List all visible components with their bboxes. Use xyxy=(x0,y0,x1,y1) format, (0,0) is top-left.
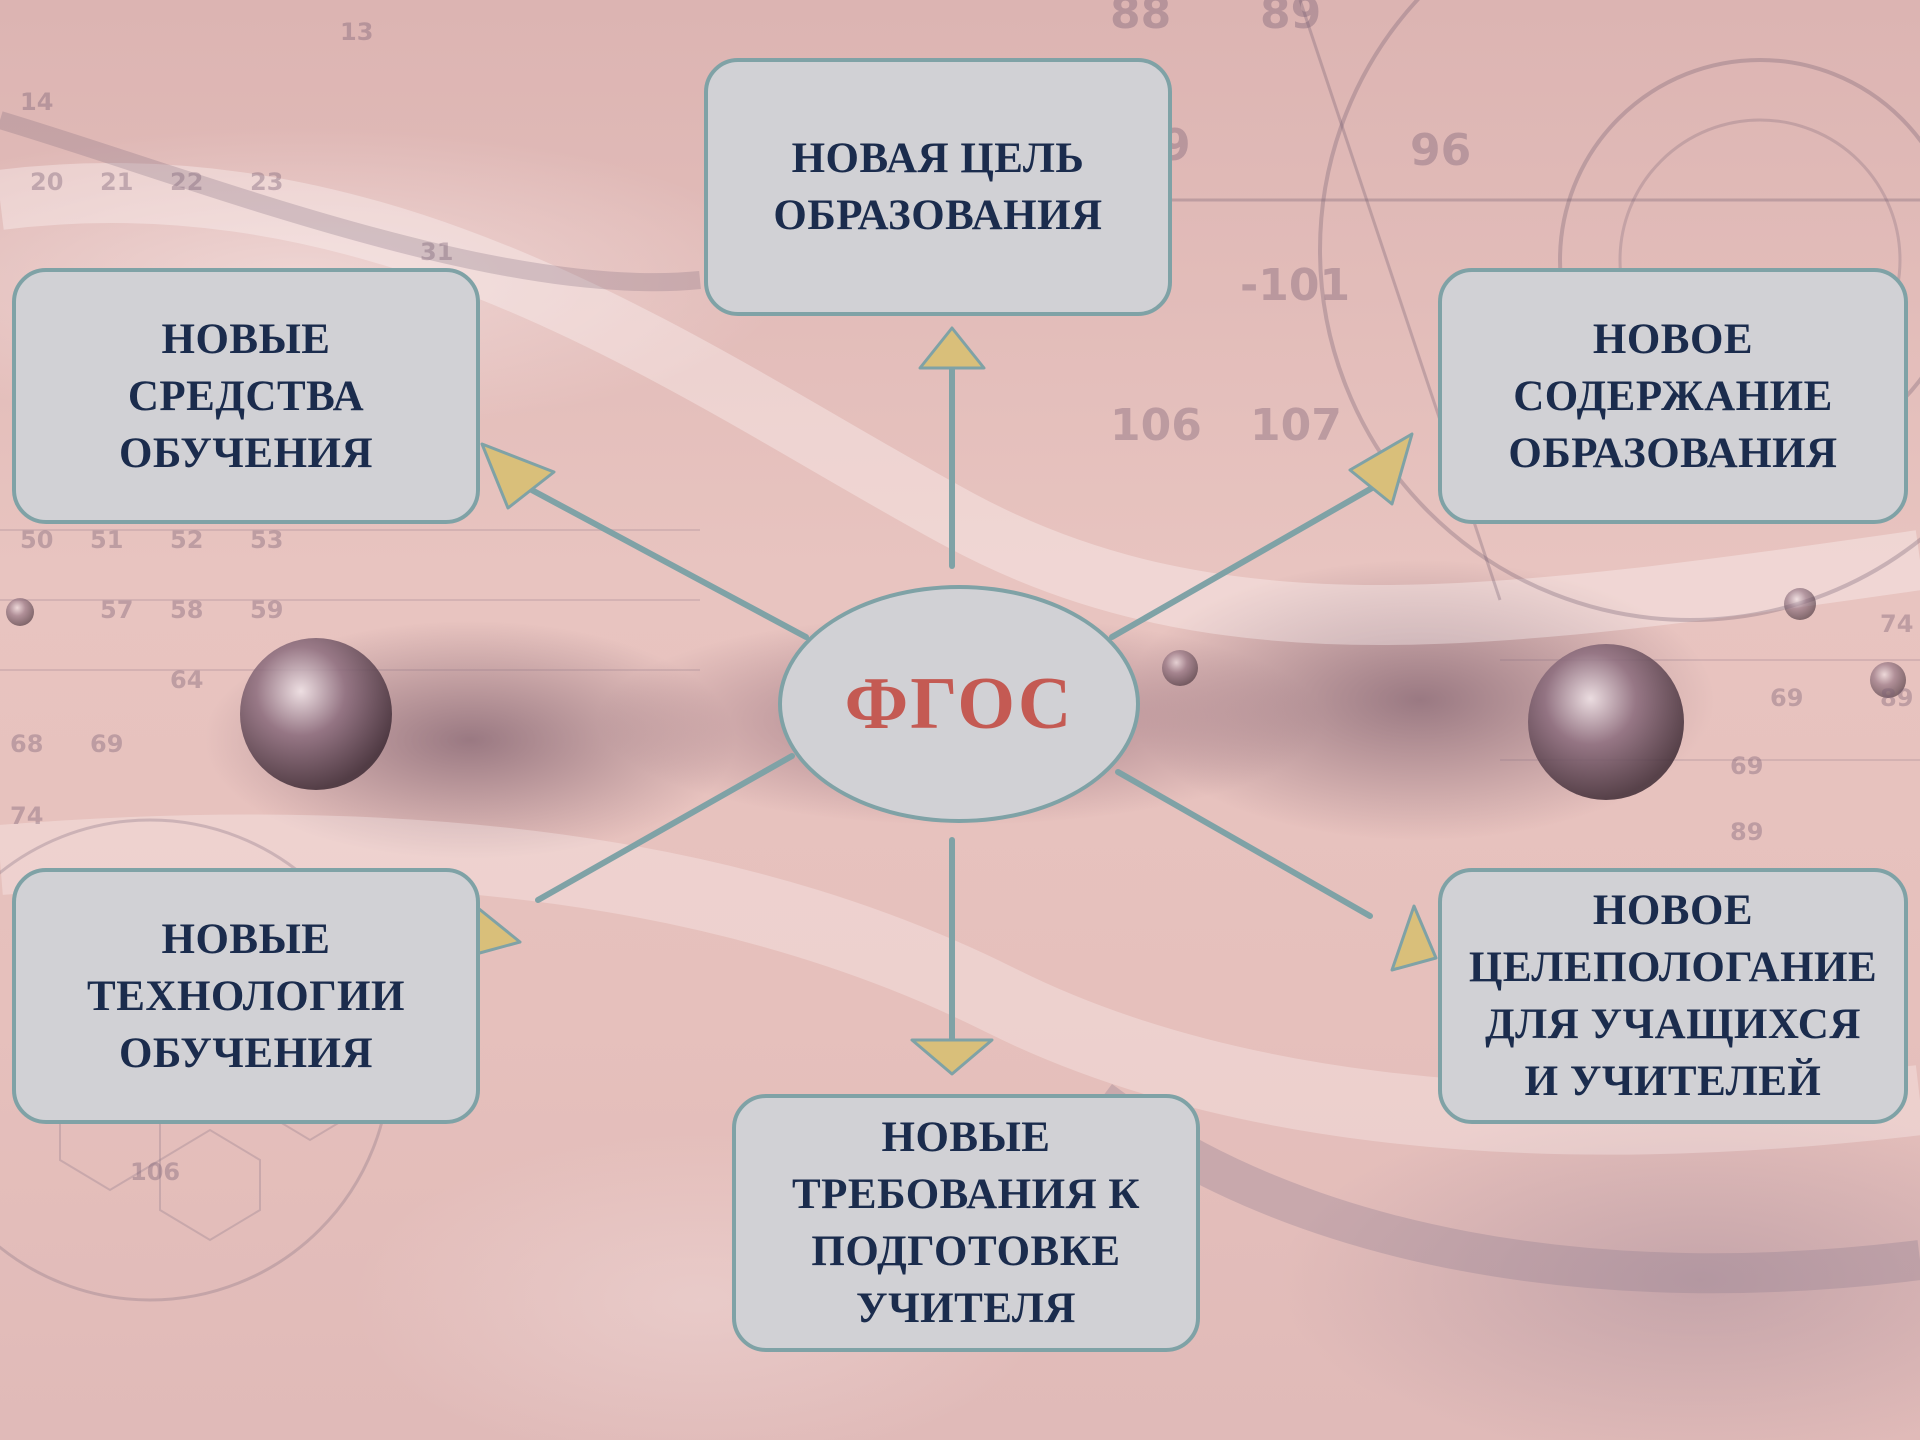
svg-text:89: 89 xyxy=(1880,684,1913,712)
connector-left-bottom xyxy=(535,753,795,903)
svg-text:106: 106 xyxy=(1110,400,1202,451)
arrowhead-top xyxy=(918,326,986,370)
connector-right-top xyxy=(1109,485,1375,640)
svg-text:89: 89 xyxy=(1260,0,1321,39)
node-new-education-goal: НОВАЯ ЦЕЛЬ ОБРАЗОВАНИЯ xyxy=(704,58,1172,316)
svg-text:89: 89 xyxy=(1730,818,1763,846)
svg-text:21: 21 xyxy=(100,168,133,196)
svg-text:107: 107 xyxy=(1250,400,1342,451)
svg-text:68: 68 xyxy=(10,730,43,758)
svg-text:50: 50 xyxy=(20,526,53,554)
svg-text:96: 96 xyxy=(1410,125,1471,176)
svg-text:51: 51 xyxy=(90,526,123,554)
node-new-goal-setting: НОВОЕ ЦЕЛЕПОЛОГАНИЕ ДЛЯ УЧАЩИХСЯ И УЧИТЕ… xyxy=(1438,868,1908,1124)
svg-text:74: 74 xyxy=(10,802,43,830)
svg-text:22: 22 xyxy=(170,168,203,196)
arrowhead-bottom xyxy=(910,1038,994,1076)
svg-text:31: 31 xyxy=(420,238,453,266)
svg-text:53: 53 xyxy=(250,526,283,554)
svg-text:23: 23 xyxy=(250,168,283,196)
connector-right-bottom xyxy=(1115,769,1373,919)
svg-text:58: 58 xyxy=(170,596,203,624)
svg-text:64: 64 xyxy=(170,666,203,694)
node-new-teacher-requirements: НОВЫЕ ТРЕБОВАНИЯ К ПОДГОТОВКЕ УЧИТЕЛЯ xyxy=(732,1094,1200,1352)
node-new-learning-technologies: НОВЫЕ ТЕХНОЛОГИИ ОБУЧЕНИЯ xyxy=(12,868,480,1124)
arrowhead-right-top xyxy=(1348,432,1414,506)
svg-text:52: 52 xyxy=(170,526,203,554)
connector-left-top xyxy=(525,485,809,640)
node-new-learning-tools: НОВЫЕ СРЕДСТВА ОБУЧЕНИЯ xyxy=(12,268,480,524)
svg-text:57: 57 xyxy=(100,596,133,624)
svg-text:69: 69 xyxy=(1730,752,1763,780)
svg-text:13: 13 xyxy=(340,18,373,46)
svg-text:20: 20 xyxy=(30,168,63,196)
svg-text:69: 69 xyxy=(90,730,123,758)
node-new-education-content: НОВОЕ СОДЕРЖАНИЕ ОБРАЗОВАНИЯ xyxy=(1438,268,1908,524)
svg-text:69: 69 xyxy=(1770,684,1803,712)
svg-text:14: 14 xyxy=(20,88,53,116)
svg-text:88: 88 xyxy=(1110,0,1171,39)
arrowhead-left-top xyxy=(480,442,556,510)
svg-text:74: 74 xyxy=(1880,610,1913,638)
svg-text:59: 59 xyxy=(250,596,283,624)
svg-text:106: 106 xyxy=(130,1158,180,1186)
arrowhead-right-bottom xyxy=(1390,904,1438,972)
svg-text:-101: -101 xyxy=(1240,260,1350,311)
center-node-fgos: ФГОС xyxy=(778,585,1140,823)
